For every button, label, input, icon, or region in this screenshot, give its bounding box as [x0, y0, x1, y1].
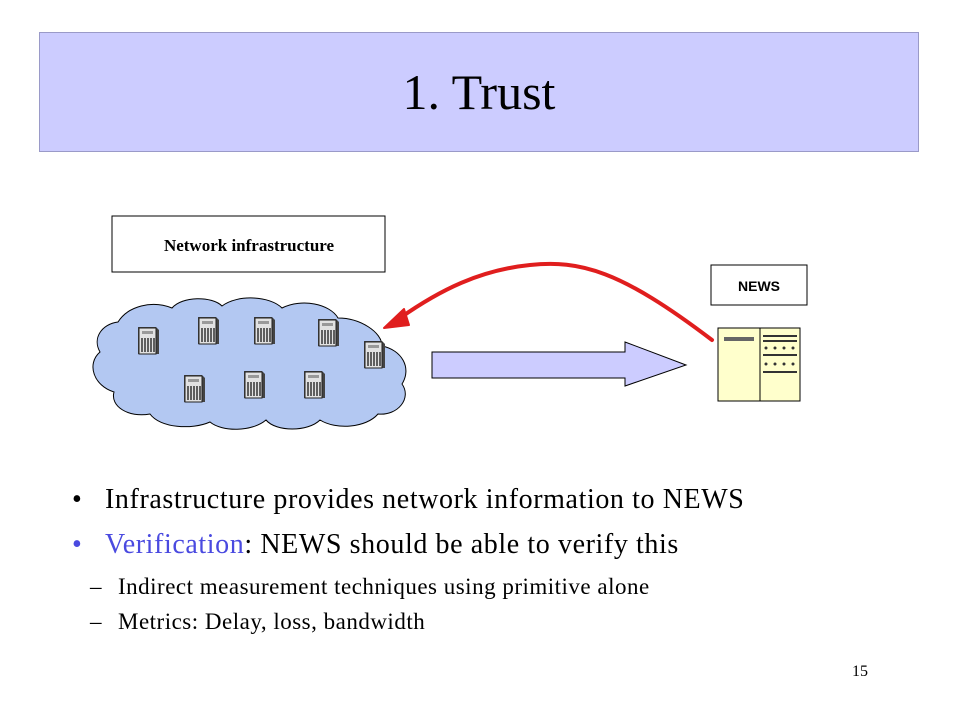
infrastructure-label-box: Network infrastructure — [111, 215, 386, 273]
sub-bullet-dash: – — [90, 574, 102, 599]
server-icon — [183, 374, 206, 403]
bullet-text-rest: : NEWS should be able to verify this — [244, 529, 679, 560]
news-label-box: NEWS — [710, 264, 808, 306]
infrastructure-label: Network infrastructure — [164, 236, 335, 255]
bullet-item: • Verification: NEWS should be able to v… — [72, 528, 932, 573]
news-label: NEWS — [738, 278, 780, 294]
server-icon — [317, 318, 340, 347]
sub-bullet-text: Indirect measurement techniques using pr… — [118, 574, 650, 599]
server-icon — [303, 370, 326, 399]
news-panel-icon — [717, 327, 801, 402]
network-cloud — [92, 297, 407, 430]
server-icon — [363, 340, 386, 369]
highlighted-term: Verification — [105, 529, 245, 560]
sub-bullet-item: – Indirect measurement techniques using … — [72, 573, 932, 608]
bullet-dot: • — [72, 484, 83, 515]
server-icon — [197, 316, 220, 345]
sub-bullet-dash: – — [90, 609, 102, 634]
server-icon — [137, 326, 160, 355]
server-icon — [243, 370, 266, 399]
bullet-item: • Infrastructure provides network inform… — [72, 483, 932, 528]
server-icon — [253, 316, 276, 345]
slide-title: 1. Trust — [402, 64, 556, 120]
page-number: 15 — [852, 663, 868, 680]
bullet-dot: • — [72, 529, 83, 560]
flow-arrow — [431, 341, 688, 387]
sub-bullet-text: Metrics: Delay, loss, bandwidth — [118, 609, 426, 634]
sub-bullet-item: – Metrics: Delay, loss, bandwidth — [72, 608, 932, 643]
bullet-list: • Infrastructure provides network inform… — [72, 483, 932, 643]
title-bar: 1. Trust — [39, 32, 919, 152]
bullet-text: Verification: NEWS should be able to ver… — [105, 528, 679, 562]
bullet-text: Infrastructure provides network informat… — [105, 484, 745, 515]
feedback-arrow — [383, 261, 714, 342]
